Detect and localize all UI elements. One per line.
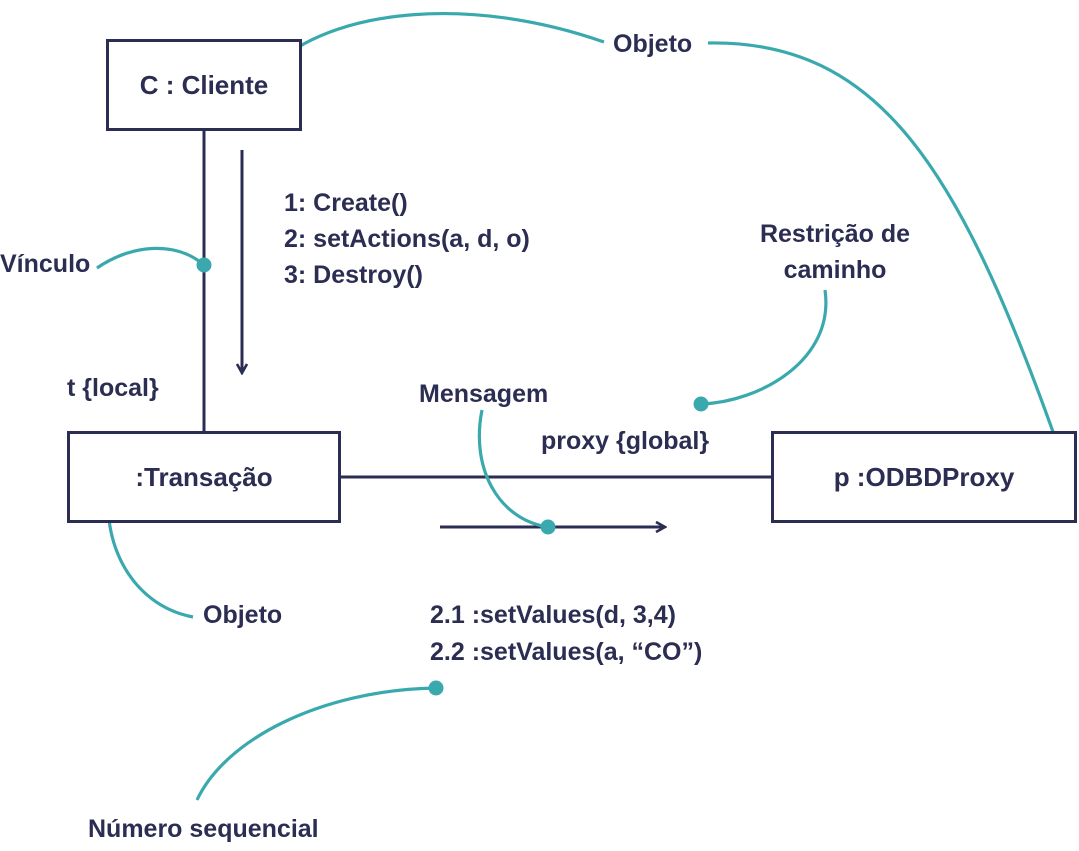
object-proxy-label: p :ODBDProxy xyxy=(833,461,1015,492)
object-cliente: C : Cliente xyxy=(106,39,302,131)
callout-restricao-line2: caminho xyxy=(783,255,887,284)
message-destroy: 3: Destroy() xyxy=(284,261,423,289)
callout-dot-mensagem xyxy=(540,519,556,535)
callout-curve-objeto-top-right xyxy=(707,41,1059,444)
callout-dot-restricao xyxy=(693,396,709,412)
object-transacao-label: :Transação xyxy=(135,461,273,492)
callout-curve-restricao xyxy=(700,289,828,406)
message-set-actions: 2: setActions(a, d, o) xyxy=(284,225,530,253)
constraint-global: proxy {global} xyxy=(541,427,710,455)
object-cliente-label: C : Cliente xyxy=(139,69,269,100)
callout-restricao-line1: Restrição de xyxy=(759,220,911,248)
callout-vinculo: Vínculo xyxy=(0,250,91,278)
callout-objeto-bottom: Objeto xyxy=(203,601,283,629)
callout-mensagem: Mensagem xyxy=(419,380,549,408)
callout-curve-mensagem xyxy=(477,409,549,529)
callout-curve-vinculo xyxy=(96,246,206,270)
callout-dot-numero xyxy=(428,680,444,696)
object-transacao: :Transação xyxy=(67,431,341,523)
callout-dot-vinculo xyxy=(196,257,212,273)
callout-objeto-top: Objeto xyxy=(613,30,693,58)
callout-curve-objeto-top-left xyxy=(278,11,605,62)
object-proxy: p :ODBDProxy xyxy=(771,431,1077,523)
constraint-local: t {local} xyxy=(67,374,159,402)
message-create: 1: Create() xyxy=(284,189,408,217)
message-set-values-2: 2.2 :setValues(a, “CO”) xyxy=(430,638,703,666)
message-set-values-1: 2.1 :setValues(d, 3,4) xyxy=(430,601,676,629)
callout-restricao: Restrição de caminho xyxy=(750,217,920,288)
callout-curve-numero xyxy=(195,686,437,801)
callout-numero-sequencial: Número sequencial xyxy=(88,815,319,843)
